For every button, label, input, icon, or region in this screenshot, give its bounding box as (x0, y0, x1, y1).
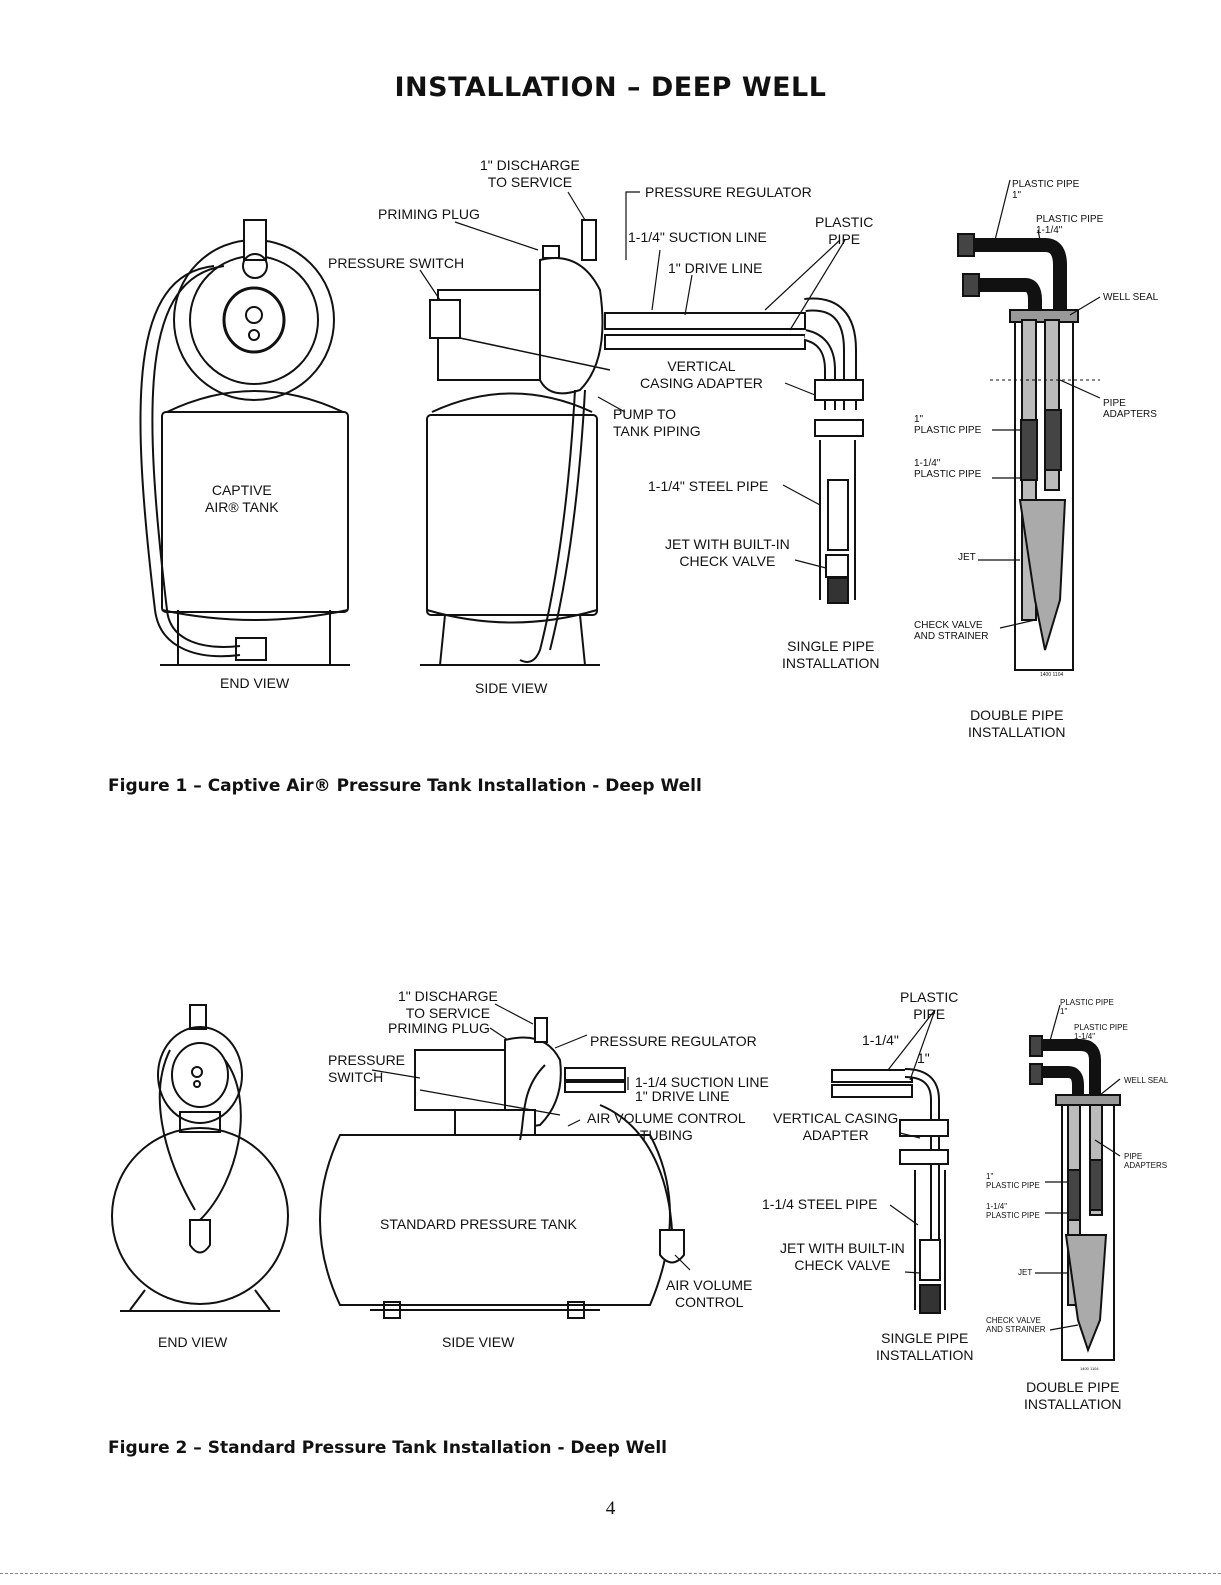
label-side-view: SIDE VIEW (442, 1334, 515, 1350)
label-drive-line: 1" DRIVE LINE (635, 1088, 730, 1104)
end-view-drawing (111, 1004, 289, 1312)
label-discharge: 1" DISCHARGE TO SERVICE (398, 988, 498, 1021)
label-tank: CAPTIVE AIR® TANK (205, 482, 279, 515)
dp-label-well-seal: WELL SEAL (1103, 292, 1159, 303)
dp-label-plastic-1: PLASTIC PIPE 1" (1012, 179, 1080, 201)
dp-label-pipe-adapters: PIPE ADAPTERS (1124, 1152, 1168, 1170)
label-steel-pipe: 1-1/4 STEEL PIPE (762, 1196, 878, 1212)
side-view-drawing (420, 219, 864, 666)
label-suction-line: 1-1/4 SUCTION LINE (635, 1074, 769, 1090)
label-double-pipe: DOUBLE PIPE INSTALLATION (1024, 1379, 1122, 1412)
label-pressure-switch: PRESSURE SWITCH (328, 255, 465, 271)
dp-label-well-seal: WELL SEAL (1124, 1076, 1169, 1085)
dp-label-114-plastic: 1-1/4" PLASTIC PIPE (986, 1202, 1040, 1220)
figure-1-caption: Figure 1 – Captive Air® Pressure Tank In… (108, 776, 702, 796)
page-number: 4 (605, 1498, 616, 1519)
dp-label-plastic-1: PLASTIC PIPE 1" (1060, 998, 1114, 1016)
single-pipe-drawing (831, 1068, 949, 1314)
figure-2-caption: Figure 2 – Standard Pressure Tank Instal… (108, 1438, 667, 1458)
dp-label-check-strainer: CHECK VALVE AND STRAINER (986, 1316, 1046, 1334)
figure-1: 1" DISCHARGE TO SERVICE PRESSURE REGULAT… (0, 150, 1221, 790)
label-size-1: 1" (917, 1050, 930, 1066)
label-discharge: 1" DISCHARGE TO SERVICE (480, 157, 580, 190)
side-view-drawing (319, 1017, 685, 1319)
label-pressure-regulator: PRESSURE REGULATOR (590, 1033, 757, 1049)
dp-label-1-plastic: 1" PLASTIC PIPE (986, 1172, 1040, 1190)
double-pipe-drawing (957, 233, 1100, 671)
figure-1-drawing (139, 179, 1101, 671)
dp-label-pipe-adapters: PIPE ADAPTERS (1103, 398, 1157, 420)
label-end-view: END VIEW (220, 675, 290, 691)
label-air-volume-tubing: AIR VOLUME CONTROL TUBING (587, 1110, 746, 1143)
label-steel-pipe: 1-1/4" STEEL PIPE (648, 478, 769, 494)
label-pressure-regulator: PRESSURE REGULATOR (645, 184, 812, 200)
label-drive-line: 1" DRIVE LINE (668, 260, 763, 276)
label-pump-to-tank: PUMP TO TANK PIPING (613, 406, 701, 439)
label-plastic-pipe: PLASTIC PIPE (815, 214, 874, 247)
label-single-pipe: SINGLE PIPE INSTALLATION (782, 638, 880, 671)
end-view-drawing (139, 219, 350, 666)
label-suction-line: 1-1/4" SUCTION LINE (628, 229, 767, 245)
label-single-pipe: SINGLE PIPE INSTALLATION (876, 1330, 974, 1363)
label-air-volume-control: AIR VOLUME CONTROL (666, 1277, 753, 1310)
label-jet-check-valve: JET WITH BUILT-IN CHECK VALVE (665, 536, 790, 569)
dp-label-code: 1400 1104 (1040, 672, 1064, 678)
dp-label-plastic-114: PLASTIC PIPE 1-1/4" (1036, 214, 1104, 236)
page-title: INSTALLATION – DEEP WELL (394, 72, 827, 103)
label-vertical-casing-adapter: VERTICAL CASING ADAPTER (640, 358, 763, 391)
label-priming-plug: PRIMING PLUG (388, 1020, 490, 1036)
dp-label-jet: JET (958, 552, 976, 563)
label-plastic-pipe: PLASTIC PIPE (900, 989, 959, 1022)
figure-2-drawing (111, 1003, 1121, 1361)
page-bottom-rule (0, 1573, 1221, 1574)
dp-label-plastic-114: PLASTIC PIPE 1-1/4" (1074, 1023, 1128, 1041)
dp-label-check-strainer: CHECK VALVE AND STRAINER (914, 620, 989, 642)
label-end-view: END VIEW (158, 1334, 228, 1350)
label-size-114: 1-1/4" (862, 1032, 899, 1048)
figure-2: 1" DISCHARGE TO SERVICE PRIMING PLUG PRE… (0, 980, 1221, 1420)
label-priming-plug: PRIMING PLUG (378, 206, 480, 222)
dp-label-114-plastic: 1-1/4" PLASTIC PIPE (914, 458, 982, 480)
double-pipe-drawing (1029, 1035, 1121, 1361)
dp-label-jet: JET (1018, 1268, 1033, 1277)
label-pressure-switch: PRESSURE SWITCH (328, 1052, 406, 1085)
label-double-pipe: DOUBLE PIPE INSTALLATION (968, 707, 1066, 740)
dp-label-1-plastic: 1" PLASTIC PIPE (914, 414, 982, 436)
label-vertical-casing-adapter: VERTICAL CASING ADAPTER (773, 1110, 899, 1143)
label-side-view: SIDE VIEW (475, 680, 548, 696)
label-jet-check-valve: JET WITH BUILT-IN CHECK VALVE (780, 1240, 905, 1273)
dp-label-code: 1400 1104 (1080, 1366, 1099, 1371)
label-tank: STANDARD PRESSURE TANK (380, 1216, 577, 1232)
